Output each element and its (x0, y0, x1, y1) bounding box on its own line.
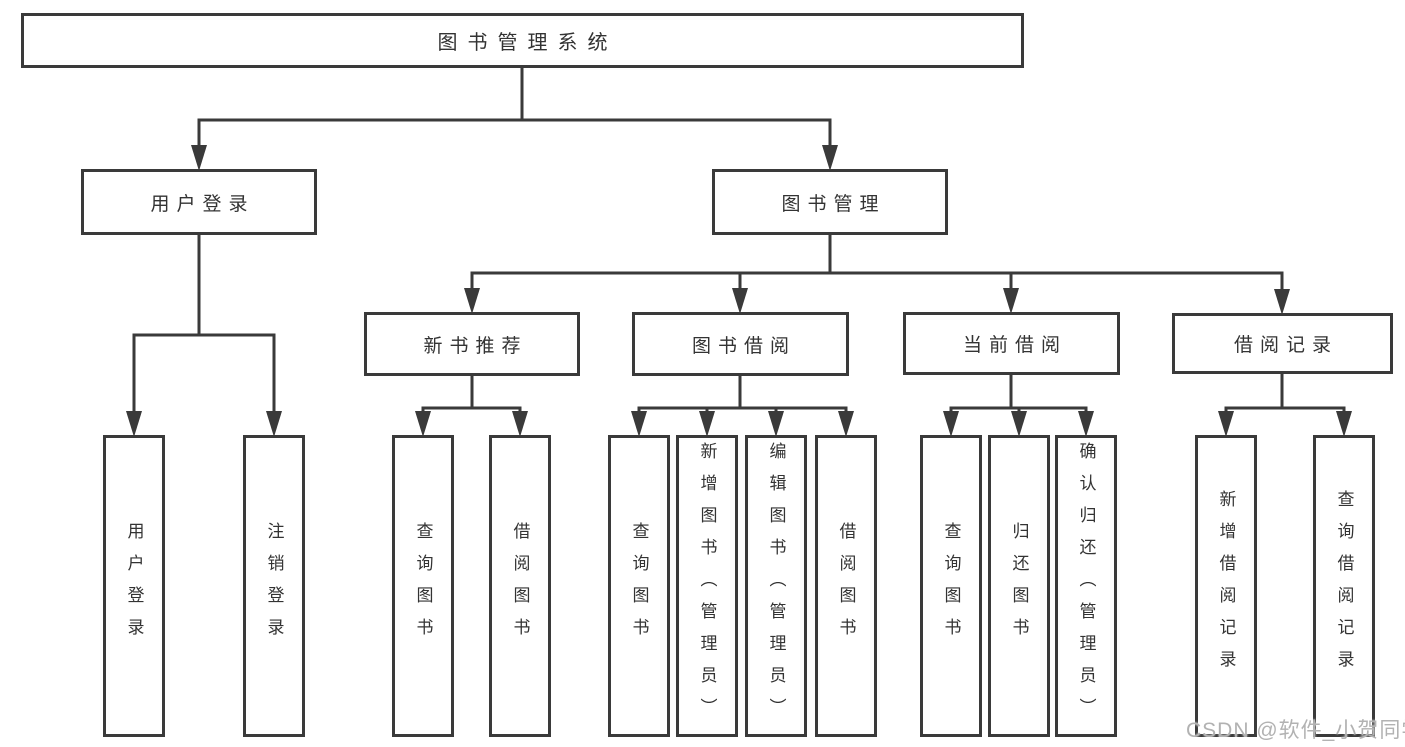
node-label: 用户登录 (124, 522, 144, 650)
node-label: 借阅图书 (836, 522, 856, 650)
node-book-borrowing: 图书借阅 (632, 312, 849, 376)
leaf-query-books-2: 查询图书 (608, 435, 670, 737)
leaf-query-books-3: 查询图书 (920, 435, 982, 737)
leaf-add-borrow-record: 新增借阅记录 (1195, 435, 1257, 737)
node-label: 新书推荐 (423, 335, 528, 357)
node-label: 注销登录 (264, 522, 284, 650)
node-label: 新增借阅记录 (1216, 490, 1236, 682)
node-label: 图书借阅 (691, 335, 796, 357)
leaf-query-books-1: 查询图书 (392, 435, 454, 737)
node-new-book-recommendation: 新书推荐 (364, 312, 580, 376)
node-label: 查询借阅记录 (1334, 490, 1354, 682)
leaf-return-books: 归还图书 (988, 435, 1050, 737)
leaf-query-borrow-record: 查询借阅记录 (1313, 435, 1375, 737)
leaf-edit-books-admin: 编辑图书（管理员） (745, 435, 807, 737)
node-user-login: 用户登录 (81, 169, 317, 235)
node-label: 借阅图书 (510, 522, 530, 650)
leaf-confirm-return-admin: 确认归还（管理员） (1055, 435, 1117, 737)
node-label: 借阅记录 (1233, 335, 1338, 356)
node-library-management-system: 图书管理系统 (21, 13, 1024, 68)
node-label: 归还图书 (1009, 522, 1029, 650)
node-label: 查询图书 (941, 522, 961, 650)
leaf-borrow-books-2: 借阅图书 (815, 435, 877, 737)
watermark-text: CSDN @软件_小贺同学 (1186, 719, 1405, 742)
leaf-borrow-books-1: 借阅图书 (489, 435, 551, 737)
node-label: 当前借阅 (962, 335, 1067, 356)
node-current-borrowing: 当前借阅 (903, 312, 1120, 375)
leaf-user-login: 用户登录 (103, 435, 165, 737)
leaf-logout: 注销登录 (243, 435, 305, 737)
node-borrowing-records: 借阅记录 (1172, 313, 1393, 374)
node-label: 编辑图书（管理员） (766, 442, 786, 730)
node-label: 图书管理 (781, 193, 886, 215)
leaf-add-books-admin: 新增图书（管理员） (676, 435, 738, 737)
node-label: 查询图书 (413, 522, 433, 650)
node-label: 新增图书（管理员） (697, 442, 717, 730)
node-label: 确认归还（管理员） (1076, 442, 1096, 730)
node-label: 查询图书 (629, 522, 649, 650)
node-label: 图书管理系统 (437, 32, 618, 54)
node-label: 用户登录 (150, 193, 255, 215)
node-book-management: 图书管理 (712, 169, 948, 235)
